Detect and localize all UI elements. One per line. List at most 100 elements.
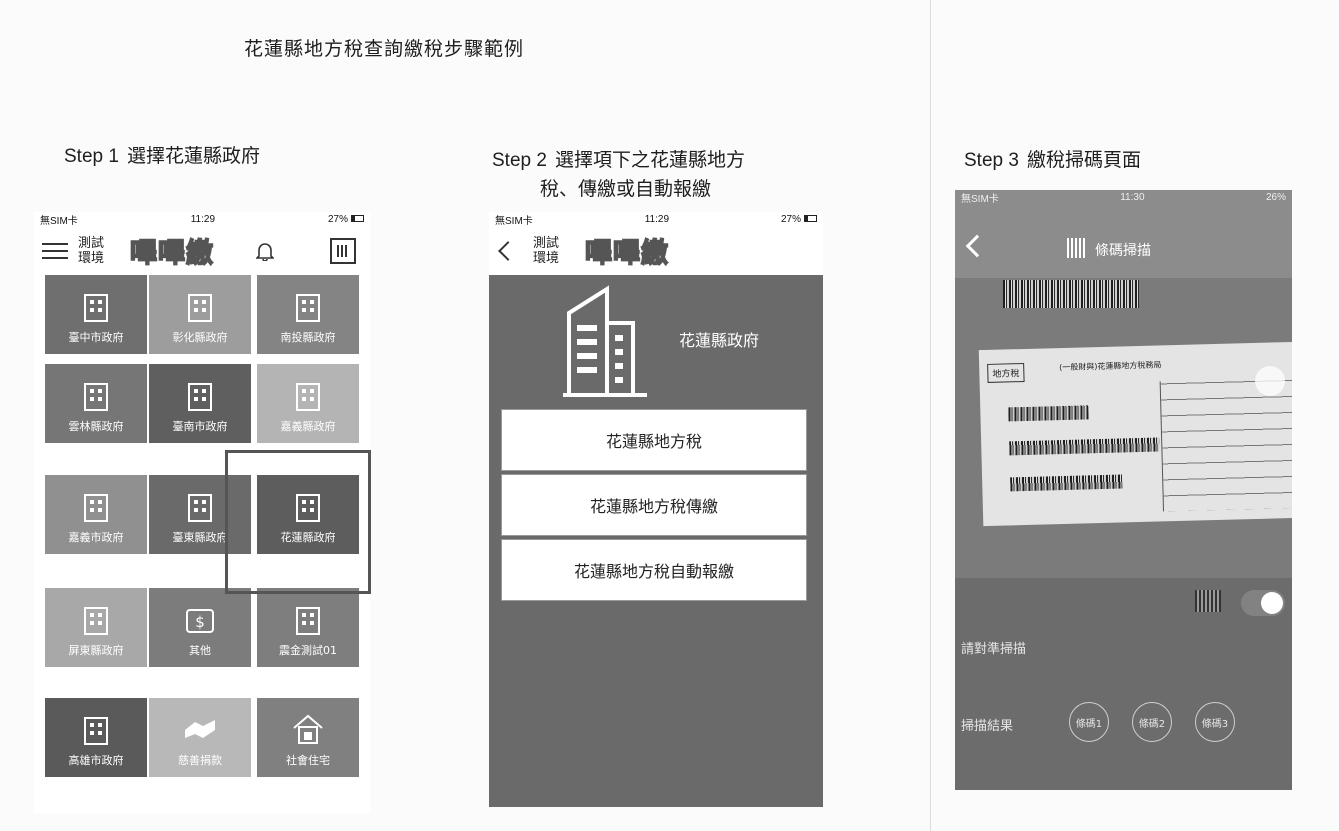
government-tile[interactable]: 雲林縣政府 <box>45 364 147 443</box>
building-icon <box>183 489 217 523</box>
tile-label: 嘉義縣政府 <box>280 420 336 433</box>
bill-barcode-3 <box>1010 474 1123 492</box>
barcode-top <box>1003 280 1139 308</box>
government-tile[interactable]: 南投縣政府 <box>257 275 359 354</box>
scanner-controls: 請對準掃描 掃描結果 條碼1 條碼2 條碼3 <box>955 578 1292 790</box>
government-tile[interactable]: 屏東縣政府 <box>45 588 147 667</box>
document-title: 花蓮縣地方稅查詢繳稅步驟範例 <box>244 38 525 60</box>
building-icon <box>291 602 325 636</box>
paper-title: (一般財與)花蓮縣地方稅務局 <box>1059 360 1162 373</box>
step-1-label: Step 1 選擇花蓮縣政府 <box>64 142 260 171</box>
result-barcode-2[interactable]: 條碼2 <box>1132 702 1172 742</box>
back-arrow-icon[interactable] <box>498 240 518 261</box>
government-tile[interactable]: 慈善捐款 <box>149 698 251 777</box>
government-tile[interactable]: 花蓮縣政府 <box>257 475 359 554</box>
government-tile[interactable]: 嘉義縣政府 <box>257 364 359 443</box>
tile-label: 南投縣政府 <box>280 331 336 344</box>
government-tile[interactable]: 高雄市政府 <box>45 698 147 777</box>
tile-label: 臺東縣政府 <box>172 531 228 544</box>
battery-icon <box>804 215 817 223</box>
building-icon <box>79 378 113 412</box>
scan-toggle[interactable] <box>1241 590 1285 616</box>
selection-highlight-box <box>225 450 371 594</box>
government-tile[interactable]: 臺中市政府 <box>45 275 147 354</box>
building-icon <box>183 378 217 412</box>
app-header: 測試環境 嗶嗶繳 <box>489 226 823 276</box>
carrier-text: 無SIM卡 <box>40 215 78 227</box>
phone-screenshot-2: 無SIM卡 11:29 27% 測試環境 嗶嗶繳 花蓮縣政府 花蓮縣地方稅 花蓮… <box>489 212 823 807</box>
app-logo: 嗶嗶繳 <box>584 237 670 270</box>
step-text: 繳稅掃碼頁面 <box>1026 149 1141 171</box>
county-name: 花蓮縣政府 <box>679 331 760 350</box>
time-text: 11:29 <box>190 213 216 225</box>
environment-label: 測試環境 <box>533 235 560 266</box>
building-icon <box>563 285 647 397</box>
step-number: Step 3 <box>964 150 1019 171</box>
result-barcode-3[interactable]: 條碼3 <box>1195 702 1235 742</box>
barcode-icon <box>1067 238 1087 258</box>
tile-label: 慈善捐款 <box>178 754 222 767</box>
scanner-title: 條碼掃描 <box>1095 243 1151 259</box>
building-icon <box>291 489 325 523</box>
scan-result-label: 掃描結果 <box>961 719 1014 734</box>
tile-label: 高雄市政府 <box>68 754 124 767</box>
environment-label: 測試環境 <box>78 235 105 266</box>
option-local-tax-auto-report[interactable]: 花蓮縣地方稅自動報繳 <box>501 539 807 601</box>
option-local-tax-transfer[interactable]: 花蓮縣地方稅傳繳 <box>501 474 807 536</box>
building-icon <box>79 489 113 523</box>
step-text: 選擇花蓮縣政府 <box>126 145 260 167</box>
tile-label: 屏東縣政府 <box>68 644 124 657</box>
government-tile[interactable]: $其他 <box>149 588 251 667</box>
app-header: 測試環境 嗶嗶繳 <box>34 226 370 276</box>
building-icon <box>79 712 113 746</box>
bell-icon[interactable] <box>256 241 274 261</box>
government-tile[interactable]: 臺東縣政府 <box>149 475 251 554</box>
scanner-header: 條碼掃描 <box>955 220 1292 276</box>
barcode-scan-icon[interactable] <box>330 238 356 264</box>
tile-label: 彰化縣政府 <box>172 331 228 344</box>
building-icon <box>79 602 113 636</box>
carrier-text: 無SIM卡 <box>495 215 533 227</box>
step-text: 選擇項下之花蓮縣地方 <box>554 149 745 171</box>
menu-icon[interactable] <box>42 242 68 260</box>
tax-bill-paper: 地方稅 (一般財與)花蓮縣地方稅務局 <box>978 341 1292 527</box>
result-barcode-1[interactable]: 條碼1 <box>1069 702 1109 742</box>
scan-prompt: 請對準掃描 <box>961 642 1027 657</box>
paper-label: 地方稅 <box>987 362 1025 383</box>
tile-label: 花蓮縣政府 <box>280 531 336 544</box>
house-icon <box>291 712 325 746</box>
step-number: Step 1 <box>64 146 119 167</box>
battery-icon <box>351 215 364 223</box>
step-text-line2: 稅、傳繳或自動報繳 <box>540 178 712 200</box>
status-bar: 無SIM卡 11:29 27% <box>489 212 823 227</box>
government-tile[interactable]: 彰化縣政府 <box>149 275 251 354</box>
tile-label: 社會住宅 <box>286 754 330 767</box>
bill-table <box>1159 377 1292 512</box>
option-local-tax[interactable]: 花蓮縣地方稅 <box>501 409 807 471</box>
flash-icon[interactable] <box>1255 366 1285 396</box>
page-fold-line <box>930 0 931 831</box>
government-tile[interactable]: 社會住宅 <box>257 698 359 777</box>
back-arrow-icon[interactable] <box>965 234 989 258</box>
handshake-icon <box>183 712 217 746</box>
status-bar: 無SIM卡 11:30 26% <box>955 190 1292 205</box>
tile-label: 臺中市政府 <box>68 331 124 344</box>
carrier-text: 無SIM卡 <box>961 193 999 205</box>
tile-label: 臺南市政府 <box>172 420 228 433</box>
building-icon <box>79 289 113 323</box>
bill-barcode-1 <box>1008 405 1089 422</box>
app-logo: 嗶嗶繳 <box>129 237 215 270</box>
step-3-label: Step 3 繳稅掃碼頁面 <box>964 146 1141 175</box>
money-bag-icon: $ <box>183 602 217 636</box>
government-tile[interactable]: 臺南市政府 <box>149 364 251 443</box>
government-tile[interactable]: 嘉義市政府 <box>45 475 147 554</box>
time-text: 11:29 <box>644 213 670 225</box>
bill-barcode-2 <box>1009 437 1160 456</box>
status-bar: 無SIM卡 11:29 27% <box>34 212 370 227</box>
government-tile[interactable]: 震金測試01 <box>257 588 359 667</box>
battery-indicator: 27% <box>781 214 817 225</box>
battery-indicator: 26% <box>1265 191 1286 203</box>
battery-indicator: 27% <box>328 214 364 225</box>
time-text: 11:30 <box>1120 191 1145 203</box>
